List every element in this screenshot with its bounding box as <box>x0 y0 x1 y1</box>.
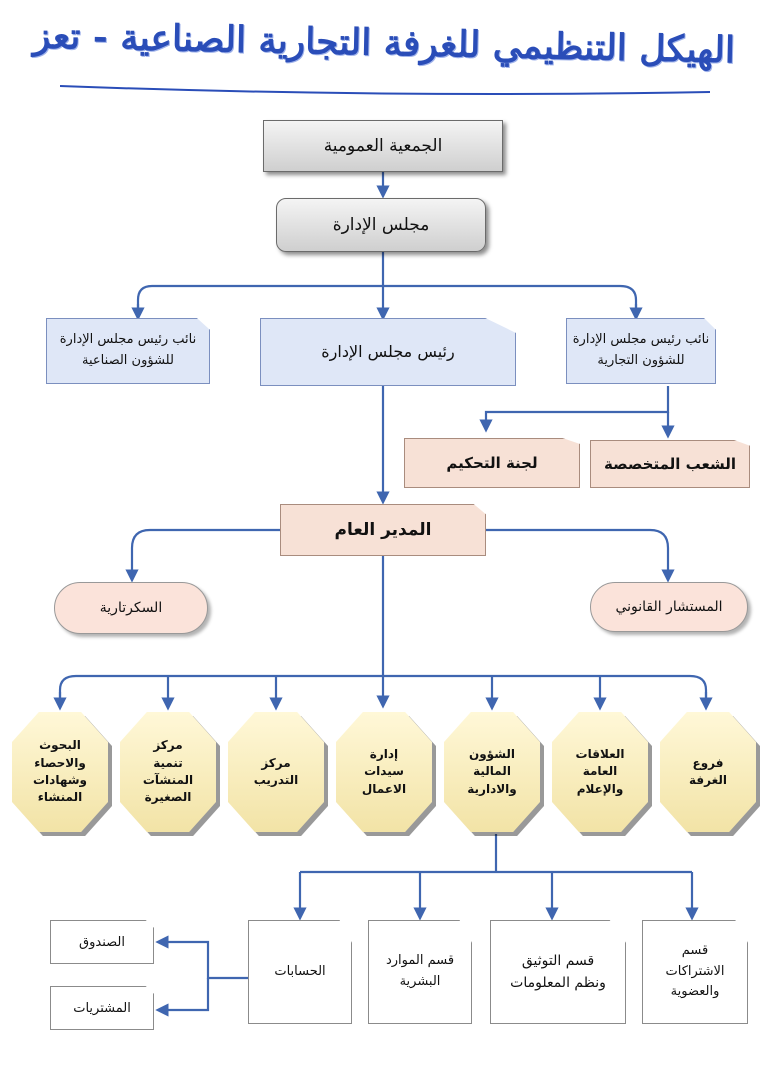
dept-public-relations: العلاقات العامة والإعلام <box>552 712 648 832</box>
secretariat-box: السكرتارية <box>54 582 208 634</box>
dept-businesswomen: إدارة سيدات الاعمال <box>336 712 432 832</box>
fund-box: الصندوق <box>50 920 154 964</box>
dept-chamber-branches: فروع الغرفة <box>660 712 756 832</box>
general-manager-box: المدير العام <box>280 504 486 556</box>
chairman-box: رئيس مجلس الإدارة <box>260 318 516 386</box>
vice-chairman-commercial-box: نائب رئيس مجلس الإدارة للشؤون التجارية <box>566 318 716 384</box>
purchases-box: المشتريات <box>50 986 154 1030</box>
documentation-section-box: قسم التوثيق ونظم المعلومات <box>490 920 626 1024</box>
dept-small-enterprise-center: مركز تنمية المنشآت الصغيرة <box>120 712 216 832</box>
arbitration-committee-box: لجنة التحكيم <box>404 438 580 488</box>
vice-chairman-industrial-box: نائب رئيس مجلس الإدارة للشؤون الصناعية <box>46 318 210 384</box>
dept-finance-admin: الشؤون المالية والادارية <box>444 712 540 832</box>
dept-research-statistics: البحوث والاحصاء وشهادات المنشاء <box>12 712 108 832</box>
dept-training-center: مركز التدريب <box>228 712 324 832</box>
specialized-sections-box: الشعب المتخصصة <box>590 440 750 488</box>
subscriptions-section-box: قسم الاشتراكات والعضوية <box>642 920 748 1024</box>
legal-advisor-box: المستشار القانوني <box>590 582 748 632</box>
hr-section-box: قسم الموارد البشرية <box>368 920 472 1024</box>
board-box: مجلس الإدارة <box>276 198 486 252</box>
general-assembly-box: الجمعية العمومية <box>263 120 503 172</box>
title-underline <box>60 85 710 95</box>
accounts-box: الحسابات <box>248 920 352 1024</box>
